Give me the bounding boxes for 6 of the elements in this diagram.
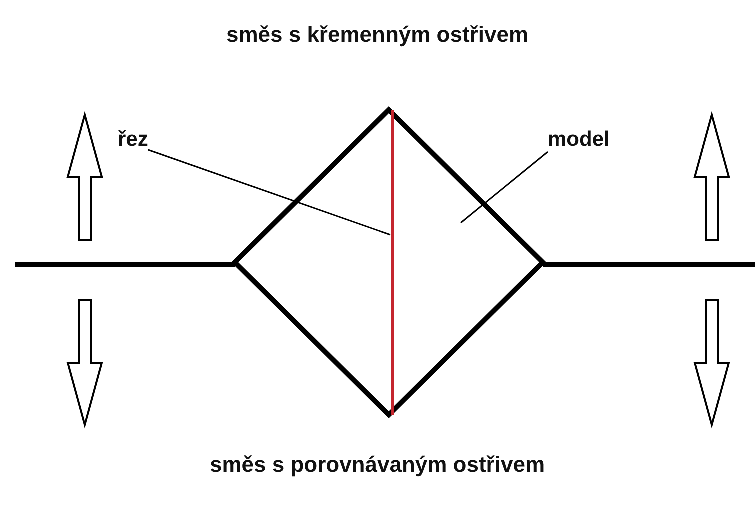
model-label: model	[548, 128, 610, 152]
caption-text: směs s křemenným ostřivem	[226, 22, 529, 47]
boundary-line	[543, 262, 755, 268]
section-label: řez	[118, 128, 148, 152]
caption-text: směs s porovnávaným ostřivem	[210, 452, 546, 477]
boundary-line	[15, 262, 235, 268]
